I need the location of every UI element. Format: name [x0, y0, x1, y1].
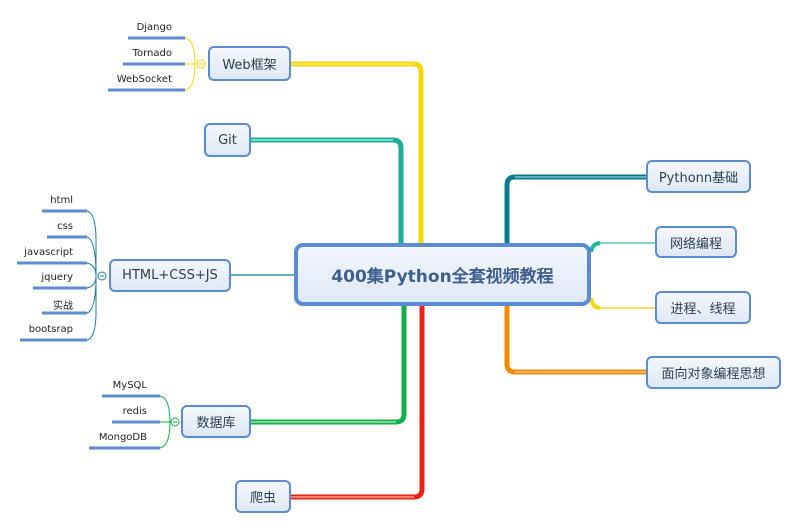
leaf-mysql[interactable]: MySQL — [112, 380, 147, 391]
leaf-jquery[interactable]: jquery — [41, 272, 73, 283]
branch-basics — [504, 174, 646, 243]
branch-web — [291, 61, 424, 243]
branch-process — [590, 299, 655, 309]
topic-python-basics[interactable]: Pythonn基础 — [646, 160, 751, 193]
branch-oop — [504, 306, 646, 375]
leaf-redis[interactable]: redis — [122, 406, 147, 417]
central-topic[interactable]: 400集Python全套视频教程 — [294, 243, 591, 306]
topic-oop[interactable]: 面向对象编程思想 — [646, 356, 781, 389]
topic-network-programming[interactable]: 网络编程 — [655, 226, 737, 258]
branch-spider — [291, 306, 425, 500]
leaf-django[interactable]: Django — [136, 22, 172, 33]
leaf-practice[interactable]: 实战 — [53, 301, 73, 312]
leaf-html[interactable]: html — [50, 195, 73, 206]
topic-git[interactable]: Git — [204, 123, 251, 157]
leaf-bootstrap[interactable]: bootsrap — [28, 324, 73, 335]
topic-spider[interactable]: 爬虫 — [235, 480, 291, 513]
branch-db — [251, 306, 407, 425]
topic-web-framework[interactable]: Web框架 — [208, 46, 291, 81]
leaf-css[interactable]: css — [57, 221, 73, 232]
leaf-websocket[interactable]: WebSocket — [116, 74, 172, 85]
branch-network — [590, 242, 655, 251]
topic-process-thread[interactable]: 进程、线程 — [655, 291, 751, 324]
leaf-javascript[interactable]: javascript — [24, 247, 73, 258]
leaf-tornado[interactable]: Tornado — [132, 48, 172, 59]
topic-html-css-js[interactable]: HTML+CSS+JS — [109, 259, 231, 292]
leaf-mongodb[interactable]: MongoDB — [98, 432, 147, 443]
topic-database[interactable]: 数据库 — [181, 405, 251, 438]
branch-git — [251, 137, 404, 243]
